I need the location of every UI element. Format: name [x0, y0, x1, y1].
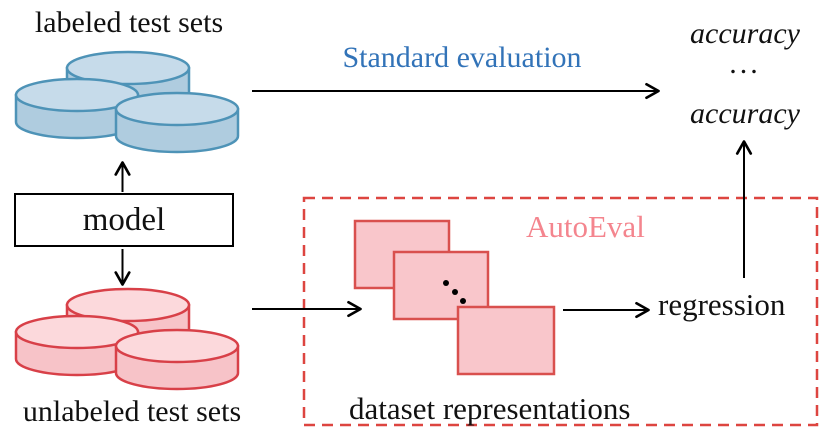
pink-cylinder-front	[114, 328, 240, 391]
stacked-pink-squares-icon	[353, 219, 556, 376]
model-box: model	[14, 193, 234, 247]
blue-cylinder-front	[114, 91, 240, 154]
standard-evaluation-label: Standard evaluation	[342, 41, 582, 74]
accuracy-ellipsis: ...	[729, 47, 761, 80]
pink-square-front	[456, 305, 556, 376]
accuracy-top-label: accuracy	[690, 17, 800, 50]
diagonal-dots-icon	[443, 280, 466, 304]
dataset-representations-label: dataset representations	[349, 391, 631, 426]
autoeval-dashed-box	[302, 196, 819, 427]
labeled-test-sets-label: labeled test sets	[34, 6, 224, 39]
pink-cylinder-left	[14, 314, 140, 377]
model-label: model	[82, 201, 166, 238]
autoeval-label: AutoEval	[526, 209, 645, 244]
blue-cylinder-left	[14, 77, 140, 140]
accuracy-bottom-label: accuracy	[690, 97, 800, 130]
pink-database-cylinders-icon	[14, 287, 240, 391]
regression-label: regression	[658, 287, 786, 322]
blue-database-cylinders-icon	[14, 50, 240, 154]
unlabeled-test-sets-label: unlabeled test sets	[22, 395, 242, 428]
